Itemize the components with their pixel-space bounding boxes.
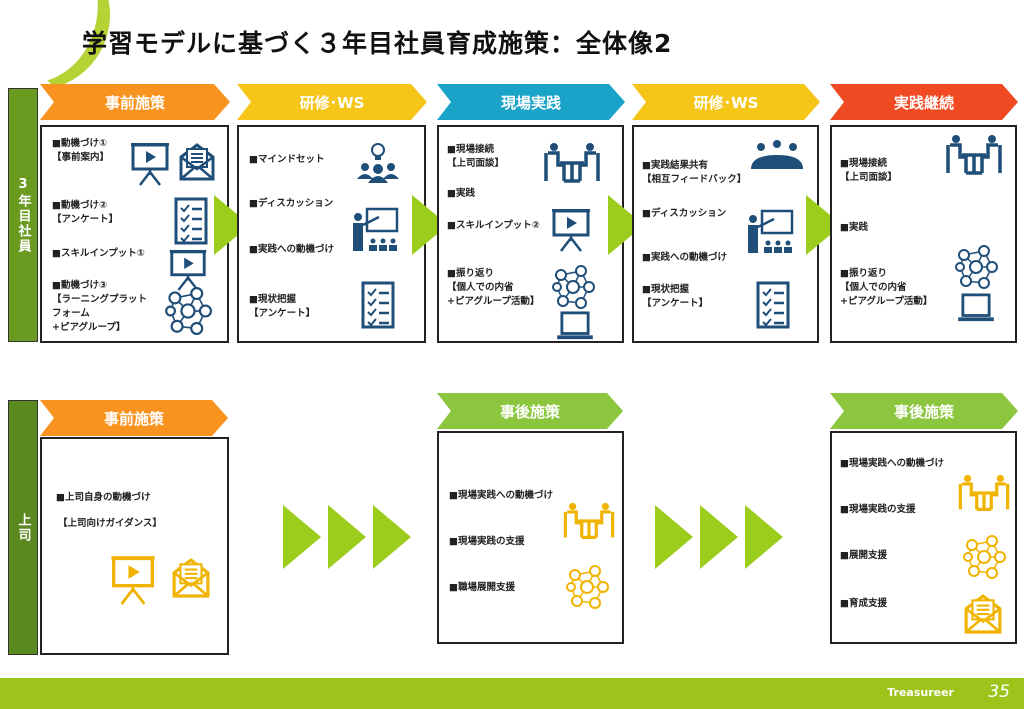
item: ■実践 — [840, 222, 868, 233]
meeting-icon — [958, 473, 1010, 513]
stage-box-boss-pre: ■上司自身の動機づけ 【上司向けガイダンス】 — [40, 437, 229, 655]
item: ■現場実践の支援 — [840, 504, 916, 515]
item: ■現場実践への動機づけ — [449, 490, 553, 501]
item: ■マインドセット — [249, 154, 325, 165]
footer-bar — [0, 678, 1024, 709]
item: ■振り返り 【個人での内省 +ピアグループ活動】 — [840, 268, 933, 307]
item: ■現場実践への動機づけ — [840, 458, 944, 469]
item: ■現状把握 【アンケート】 — [249, 294, 316, 319]
item: ■ディスカッション — [642, 208, 727, 219]
presentation-icon — [168, 249, 208, 291]
presentation-icon — [110, 555, 156, 605]
item: ■スキルインプット① — [52, 248, 145, 259]
laptop-icon — [555, 311, 595, 341]
stage-header-boss-pre: 事前施策 — [40, 400, 228, 436]
item: ■実践への動機づけ — [642, 252, 727, 263]
flow-chevron — [655, 505, 693, 569]
item: ■スキルインプット② — [447, 220, 540, 231]
checklist-icon — [756, 281, 790, 329]
mail-icon — [172, 555, 210, 599]
teacher-icon — [744, 209, 796, 255]
checklist-icon — [174, 197, 208, 245]
item: ■職場展開支援 — [449, 582, 515, 593]
checklist-icon — [361, 281, 395, 329]
conference-icon — [749, 139, 805, 173]
item: ■現場接続 【上司面談】 — [840, 158, 898, 183]
row-label-boss: 上司 — [8, 400, 38, 655]
stage-header-field: 現場実践 — [437, 84, 625, 120]
item: ■育成支援 — [840, 598, 887, 609]
network-icon — [551, 265, 595, 309]
item: ■現状把握 【アンケート】 — [642, 284, 709, 309]
network-icon — [164, 287, 212, 335]
team-idea-icon — [356, 141, 400, 185]
presentation-icon — [551, 207, 591, 253]
item: ■展開支援 — [840, 550, 887, 561]
flow-chevron — [283, 505, 321, 569]
item: ■動機づけ③ 【ラーニングプラット フォーム +ピアグループ】 — [52, 280, 148, 333]
meeting-icon — [544, 141, 600, 185]
flow-chevron — [745, 505, 783, 569]
stage-header-pre: 事前施策 — [40, 84, 230, 120]
network-icon — [565, 565, 609, 609]
item: ■上司自身の動機づけ — [56, 492, 151, 503]
item: ■現場実践の支援 — [449, 536, 525, 547]
flow-chevron — [373, 505, 411, 569]
network-icon — [954, 245, 998, 289]
meeting-icon — [563, 501, 615, 541]
page-number: 35 — [988, 682, 1010, 702]
item: ■ディスカッション — [249, 198, 334, 209]
teacher-icon — [349, 207, 401, 253]
stage-box-training-1: ■マインドセット ■ディスカッション ■実践への動機づけ ■現状把握 【アンケー… — [237, 125, 426, 343]
stage-header-boss-post-2: 事後施策 — [830, 393, 1018, 429]
item: 【上司向けガイダンス】 — [58, 518, 162, 529]
row-label-3rd-year: 3年目社員 — [8, 88, 38, 342]
company-logo: Treasureer — [887, 686, 954, 699]
stage-header-training-1: 研修･WS — [237, 84, 427, 120]
mail-icon — [179, 141, 215, 181]
item: ■実践結果共有 【相互フィードバック】 — [642, 160, 747, 185]
stage-header-training-2: 研修･WS — [632, 84, 820, 120]
stage-box-continue: ■現場接続 【上司面談】 ■実践 ■振り返り 【個人での内省 +ピアグループ活動… — [830, 125, 1017, 343]
meeting-icon — [946, 133, 1002, 177]
item: ■動機づけ② 【アンケート】 — [52, 200, 119, 225]
stage-box-field: ■現場接続 【上司面談】 ■実践 ■スキルインプット② ■振り返り 【個人での内… — [437, 125, 624, 343]
stage-header-continue: 実践継続 — [830, 84, 1018, 120]
item: ■実践への動機づけ — [249, 244, 334, 255]
stage-box-boss-post-1: ■現場実践への動機づけ ■現場実践の支援 ■職場展開支援 — [437, 431, 624, 644]
flow-chevron — [700, 505, 738, 569]
presentation-icon — [130, 141, 170, 187]
item: ■現場接続 【上司面談】 — [447, 144, 505, 169]
laptop-icon — [956, 293, 996, 323]
flow-chevron — [328, 505, 366, 569]
item: ■動機づけ① 【事前案内】 — [52, 138, 110, 163]
stage-box-boss-post-2: ■現場実践への動機づけ ■現場実践の支援 ■展開支援 ■育成支援 — [830, 431, 1017, 644]
stage-box-training-2: ■実践結果共有 【相互フィードバック】 ■ディスカッション ■実践への動機づけ … — [632, 125, 819, 343]
stage-header-boss-post-1: 事後施策 — [437, 393, 623, 429]
page-title: 学習モデルに基づく３年目社員育成施策：全体像2 — [82, 29, 673, 58]
mail-icon — [964, 591, 1002, 635]
network-icon — [962, 535, 1006, 579]
item: ■振り返り 【個人での内省 +ピアグループ活動】 — [447, 268, 540, 307]
stage-box-pre: ■動機づけ① 【事前案内】 ■動機づけ② 【アンケート】 ■スキルインプット① … — [40, 125, 229, 343]
item: ■実践 — [447, 188, 475, 199]
